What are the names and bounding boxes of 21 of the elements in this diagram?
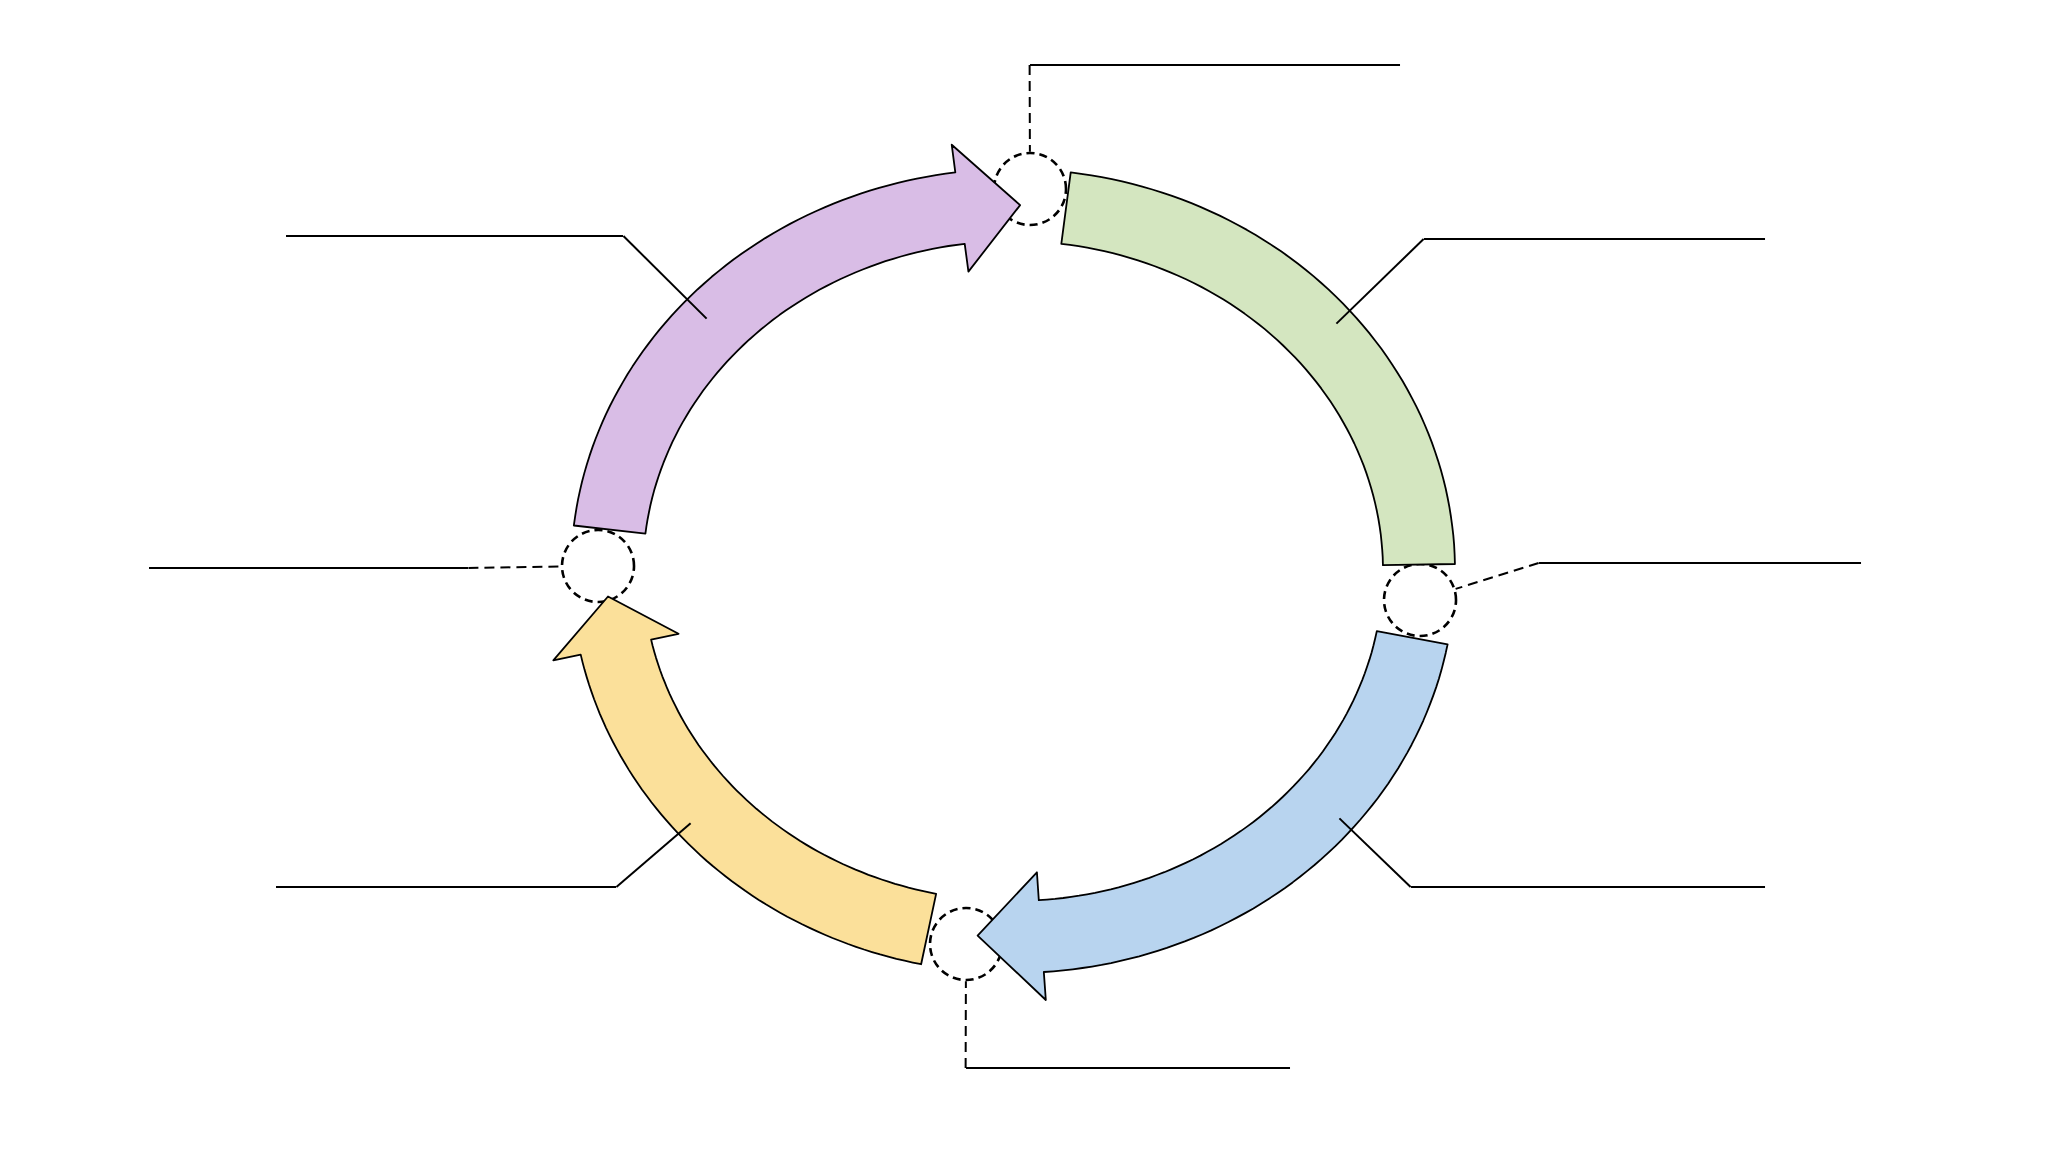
dashed-circle — [1382, 562, 1458, 638]
curved-arrow — [552, 595, 937, 966]
fill-in-line — [149, 566, 468, 570]
leader-line — [622, 235, 708, 320]
fill-in-line — [966, 1066, 1290, 1070]
curved-arrow — [572, 143, 1021, 535]
fill-in-line — [286, 234, 623, 238]
leader-line — [1335, 238, 1425, 325]
leader-line — [1028, 64, 1031, 153]
fill-in-line — [276, 885, 616, 889]
fill-in-line — [1424, 237, 1766, 241]
dashed-circle — [560, 528, 636, 604]
fill-in-line — [1411, 885, 1766, 889]
curved-arrow — [976, 630, 1449, 1001]
leader-line — [964, 980, 967, 1069]
leader-line — [1338, 817, 1412, 888]
fill-in-line — [1539, 561, 1861, 565]
fill-in-line — [1030, 63, 1400, 67]
leader-line — [1454, 562, 1540, 590]
curved-band — [1060, 171, 1456, 567]
leader-line — [615, 822, 692, 888]
